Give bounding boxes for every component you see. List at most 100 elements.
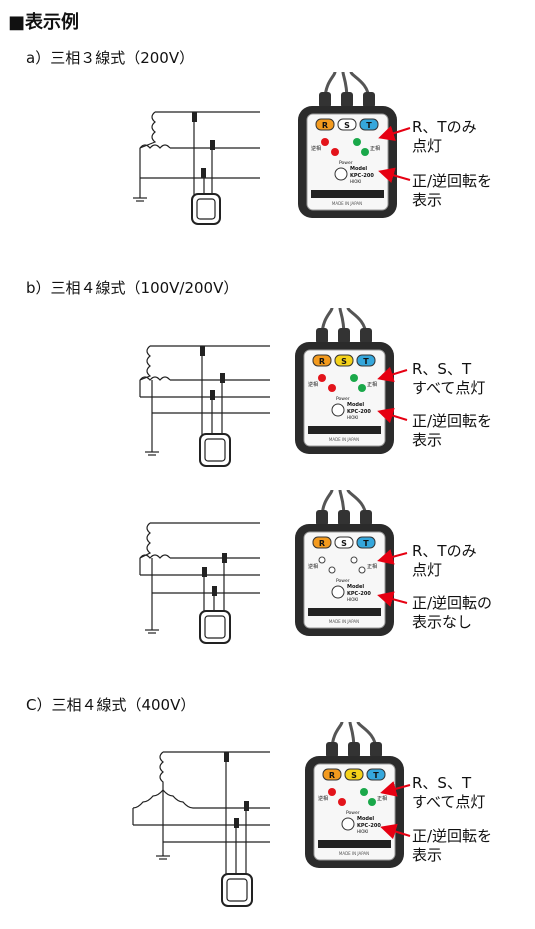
probe-leads: [316, 307, 372, 344]
inactive-led: [328, 566, 336, 574]
power-label: Power: [339, 160, 353, 166]
reverse-led: [338, 798, 346, 806]
device-panel: [303, 349, 386, 447]
led-r: [315, 118, 335, 131]
led-label-s: S: [351, 771, 357, 780]
caption-a-rotation: 正/逆回転を 表示: [412, 172, 493, 209]
made-in-label: MADE IN JAPAN: [339, 851, 369, 856]
led-label-r: R: [319, 357, 325, 366]
page-title: ■表示例: [8, 12, 80, 33]
section-a-heading: a）三相３線式（200V）: [26, 49, 195, 67]
led-s: [344, 768, 364, 781]
brand-label: HIOKI: [347, 597, 358, 602]
rotation-indicator: 逆相正相: [318, 788, 387, 806]
led-label-s: S: [341, 357, 347, 366]
brand-label: HIOKI: [347, 415, 358, 420]
reverse-led: [331, 148, 339, 156]
led-s: [334, 354, 354, 367]
reverse-led: [328, 788, 336, 796]
led-label-r: R: [329, 771, 335, 780]
device-panel: [303, 531, 386, 629]
led-t: [359, 118, 379, 131]
forward-led: [358, 384, 366, 392]
power-button: [331, 585, 345, 599]
model-number: KPC-200: [347, 591, 371, 597]
device-panel: [313, 763, 396, 861]
led-t: [356, 354, 376, 367]
led-t: [366, 768, 386, 781]
led-label-t: T: [363, 539, 369, 548]
led-label-t: T: [366, 121, 372, 130]
wiring-c: [132, 751, 270, 907]
led-t: [356, 536, 376, 549]
probe-leads: [316, 489, 372, 526]
forward-label: 正相: [367, 563, 377, 570]
probe-leads: [319, 71, 375, 108]
reverse-label: 逆相: [318, 795, 328, 802]
forward-label: 正相: [367, 381, 377, 388]
power-button: [331, 403, 345, 417]
probe-leads: [326, 721, 382, 758]
led-r: [312, 354, 332, 367]
made-in-label: MADE IN JAPAN: [329, 437, 359, 442]
forward-led: [360, 788, 368, 796]
inactive-led: [350, 556, 358, 564]
led-label-s: S: [344, 121, 350, 130]
power-button: [334, 167, 348, 181]
model-label: Model: [357, 816, 374, 822]
led-label-r: R: [319, 539, 325, 548]
caption-b2-rotation: 正/逆回転の 表示なし: [412, 594, 493, 631]
led-s: [334, 536, 354, 549]
caption-b2-leds: R、Tのみ 点灯: [412, 542, 477, 579]
power-label: Power: [336, 396, 350, 402]
model-number: KPC-200: [350, 173, 374, 179]
brand-label: HIOKI: [357, 829, 368, 834]
caption-c-leds: R、S、T すべて点灯: [412, 774, 486, 811]
caption-a-leds: R、Tのみ 点灯: [412, 118, 477, 155]
power-button: [341, 817, 355, 831]
forward-label: 正相: [370, 145, 380, 152]
rotation-indicator: 逆相正相: [308, 556, 377, 574]
model-label: Model: [347, 402, 364, 408]
led-label-r: R: [322, 121, 328, 130]
tester-drawing: R S T 逆相正相 PowerModelKPC-200HIOKI MADE IN JAP…: [295, 489, 394, 636]
model-label: Model: [347, 584, 364, 590]
led-r: [322, 768, 342, 781]
rotation-indicator: 逆相 正相: [311, 138, 380, 156]
spec-strip: [318, 840, 391, 848]
made-in-label: MADE IN JAPAN: [332, 201, 362, 206]
reverse-label: 逆相: [308, 381, 318, 388]
reverse-led: [321, 138, 329, 146]
model-number: KPC-200: [357, 823, 381, 829]
caption-c-rotation: 正/逆回転を 表示: [412, 827, 493, 864]
rotation-indicator: 逆相 正相: [308, 374, 377, 392]
tester-drawing: R S T 逆相正相 PowerModelKPC-200HIOKI MADE IN JAP…: [305, 721, 404, 868]
led-r: [312, 536, 332, 549]
forward-led: [350, 374, 358, 382]
inactive-led: [358, 566, 366, 574]
led-label-t: T: [363, 357, 369, 366]
model-number: KPC-200: [347, 409, 371, 415]
reverse-led: [318, 374, 326, 382]
section-b-heading: b）三相４線式（100V/200V）: [26, 279, 239, 297]
made-in-label: MADE IN JAPAN: [329, 619, 359, 624]
power-label: Power: [346, 810, 360, 816]
model-label: Model: [350, 166, 367, 172]
device-panel: [306, 113, 389, 211]
forward-led: [353, 138, 361, 146]
power-label: Power: [336, 578, 350, 584]
brand-label: HIOKI: [350, 179, 361, 184]
reverse-label: 逆相: [311, 145, 321, 152]
led-label-s: S: [341, 539, 347, 548]
spec-strip: [308, 608, 381, 616]
led-s: [337, 118, 357, 131]
forward-led: [361, 148, 369, 156]
led-label-t: T: [373, 771, 379, 780]
